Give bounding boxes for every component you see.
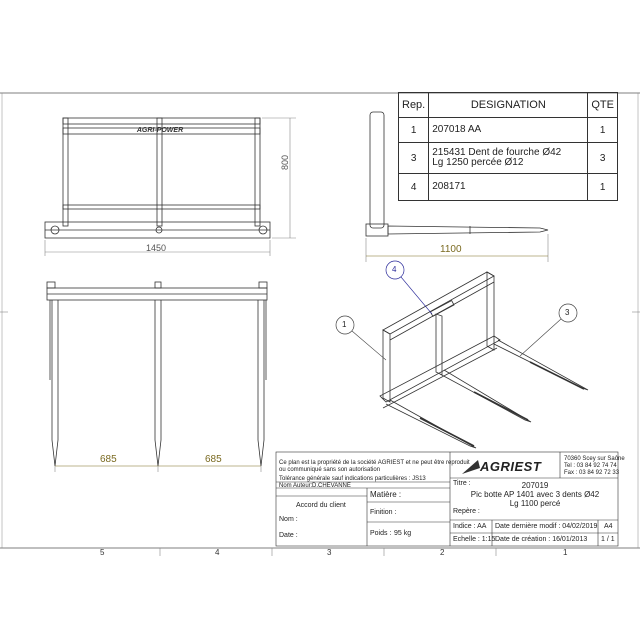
dimension-spacing-right: 685	[205, 454, 222, 465]
page-label: 1 / 1	[601, 536, 615, 543]
nom-label: Nom :	[279, 516, 298, 523]
date-label: Date :	[279, 532, 298, 539]
bom-designation-line: 207018 AA	[432, 124, 482, 135]
matiere-label: Matière :	[370, 490, 402, 499]
front-view	[44, 117, 271, 239]
accord-label: Accord du client	[296, 502, 346, 509]
address-line1: 70360 Scey sur Saône	[564, 456, 625, 462]
balloon-4	[385, 260, 405, 280]
dimension-width: 1450	[146, 243, 167, 253]
bom-qte: 3	[587, 142, 618, 174]
titre-label: Titre :	[453, 480, 471, 487]
bill-of-materials: Rep. DESIGNATION QTE 1 207018 AA 1 3 215…	[397, 92, 618, 201]
balloon-3	[558, 303, 578, 323]
zone-label: 3	[327, 548, 332, 557]
bom-designation: 208171	[428, 173, 589, 201]
zone-label: 4	[215, 548, 220, 557]
copyright-line2: ou communiqué sans son autorisation	[279, 467, 381, 473]
bom-designation: 207018 AA	[428, 117, 589, 143]
balloon-1	[335, 315, 355, 335]
format-label: A4	[604, 523, 613, 530]
date-modif-label: Date dernière modif : 04/02/2019	[495, 523, 598, 530]
dimension-length: 1100	[440, 244, 462, 255]
balloon-4-label: 4	[392, 265, 397, 274]
titre-code: 207019	[521, 481, 549, 490]
bom-qte: 1	[587, 173, 618, 201]
isometric-view	[379, 271, 589, 449]
bom-designation-line: 208171	[432, 181, 466, 192]
address-line3: Fax : 03 84 92 72 33	[564, 470, 620, 476]
bom-header-qte: QTE	[587, 92, 618, 118]
dimension-spacing-left: 685	[100, 454, 117, 465]
titre-line2: Lg 1100 percé	[509, 499, 561, 508]
company-logo-text: AGRIEST	[480, 459, 542, 474]
date-creation-label: Date de création : 16/01/2013	[495, 536, 588, 543]
bom-rep: 1	[397, 117, 430, 143]
tolerance-text: Tolérance générale sauf indications part…	[279, 476, 426, 482]
dimension-height: 800	[280, 154, 290, 170]
poids-label: Poids :	[370, 530, 392, 537]
echelle-label: Echelle : 1:15	[453, 536, 496, 543]
side-view	[365, 111, 549, 237]
bom-rep: 3	[397, 142, 430, 174]
author-label: Nom Auteur:	[279, 483, 313, 489]
agriest-logo-icon	[462, 460, 480, 474]
zone-label: 1	[563, 548, 568, 557]
bom-header-designation: DESIGNATION	[428, 92, 589, 118]
bom-header-rep: Rep.	[397, 92, 430, 118]
bom-rep: 4	[397, 173, 430, 201]
indice-label: Indice : AA	[453, 523, 487, 530]
bom-row: 4 208171 1	[397, 173, 618, 201]
front-view-brand: AGRI-POWER	[136, 127, 183, 134]
bom-qte: 1	[587, 117, 618, 143]
title-block	[275, 451, 619, 547]
bom-designation-line: 215431 Dent de fourche Ø42	[432, 147, 562, 158]
address-line2: Tel : 03 84 92 74 74	[564, 463, 617, 469]
titre-line1: Pic botte AP 1401 avec 3 dents Ø42	[470, 490, 600, 499]
bom-row: 1 207018 AA 1	[397, 117, 618, 143]
finition-label: Finition :	[370, 509, 397, 516]
balloon-3-label: 3	[565, 308, 570, 317]
zone-label: 2	[440, 548, 445, 557]
copyright-line1: Ce plan est la propriété de la société A…	[279, 460, 470, 466]
bom-designation-line: Lg 1250 percée Ø12	[432, 157, 524, 168]
repere-label: Repère :	[453, 508, 480, 515]
poids-value: 95 kg	[394, 530, 412, 537]
balloon-1-label: 1	[342, 320, 347, 329]
author-value: D.CHEVANNE	[312, 483, 351, 489]
zone-label: 5	[100, 548, 105, 557]
